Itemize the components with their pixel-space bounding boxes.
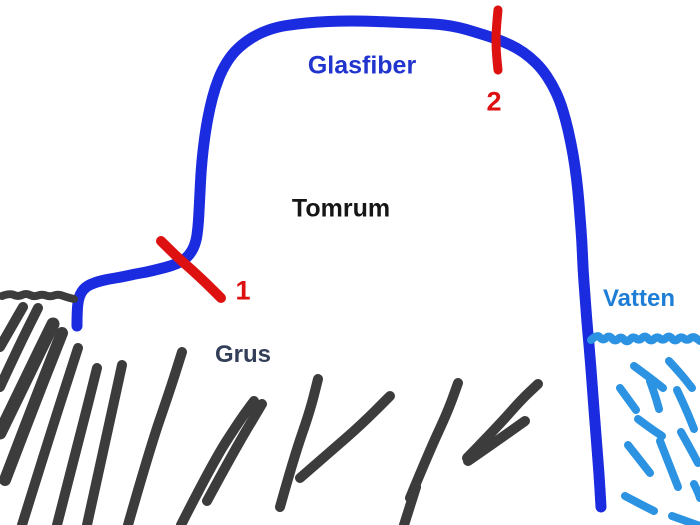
water-hatch-stroke	[656, 437, 682, 491]
cut-mark-1-line	[156, 236, 226, 303]
label-cut-mark-1: 1	[235, 275, 251, 306]
label-grus: Grus	[214, 341, 272, 368]
gravel-hatch-stroke	[295, 391, 395, 483]
label-cut-mark-2: 2	[486, 86, 502, 117]
water-hatch-stroke	[646, 377, 663, 413]
water-hatch-stroke	[630, 362, 667, 392]
fiber-cable-line	[71, 15, 607, 513]
gravel-hatch-stroke	[275, 374, 323, 512]
gravel-hatch-stroke	[0, 317, 60, 440]
gravel-hatch-stroke	[462, 379, 543, 463]
gravel-hatch-stroke	[52, 363, 102, 525]
ground-edge-line	[0, 290, 78, 303]
water-hatch-stroke	[665, 357, 696, 392]
water-hatch-stroke	[621, 492, 658, 515]
gravel-hatch-stroke	[399, 482, 421, 525]
gravel-hatch-stroke	[82, 360, 127, 525]
label-tomrum: Tomrum	[291, 194, 391, 223]
gravel-hatch-stroke	[123, 347, 187, 525]
gravel-hatch-stroke	[176, 396, 259, 525]
water-hatch-stroke	[668, 512, 700, 525]
gravel-hatch-stroke	[405, 378, 463, 503]
water-hatch-stroke	[690, 480, 700, 502]
water-hatch-stroke	[624, 441, 654, 477]
water-hatch-stroke	[673, 386, 698, 433]
label-glasfiber: Glasfiber	[307, 51, 417, 80]
gravel-hatch-stroke	[0, 303, 43, 392]
cut-mark-2-line	[491, 5, 503, 75]
water-hatch-stroke	[616, 384, 640, 414]
water-hatch-stroke	[634, 415, 666, 440]
label-vatten: Vatten	[602, 285, 676, 312]
water-hatch-stroke	[677, 428, 700, 467]
gravel-hatch-stroke	[17, 343, 83, 525]
gravel-hatch-stroke	[0, 327, 68, 486]
gravel-hatch-stroke	[202, 399, 267, 506]
gravel-hatch-stroke	[463, 416, 530, 466]
water-surface-line	[587, 332, 700, 346]
gravel-hatch-stroke	[0, 302, 28, 352]
